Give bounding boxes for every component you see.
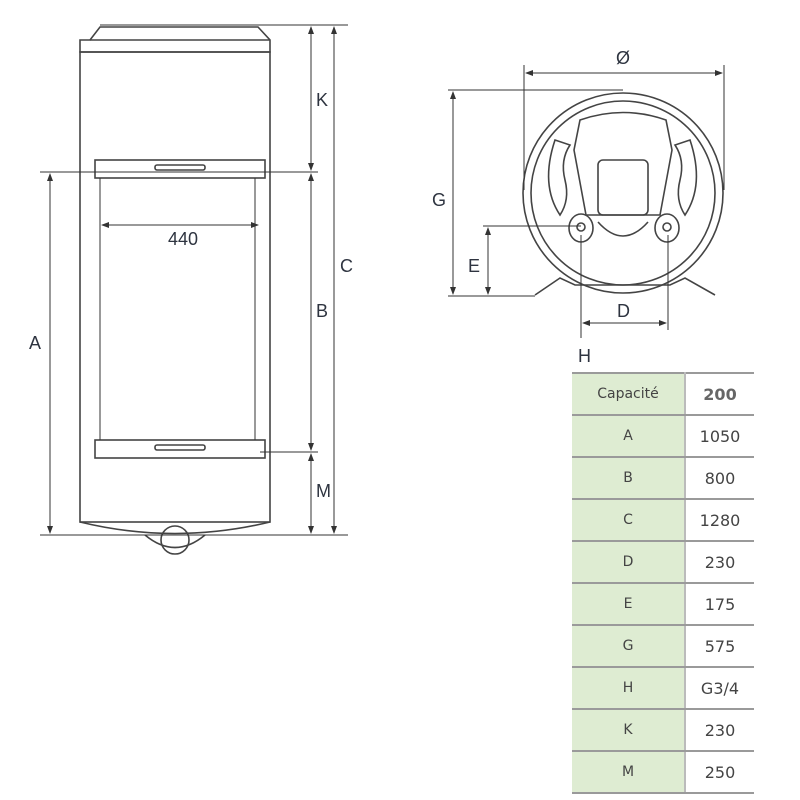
dimension-label-m: M xyxy=(316,481,331,501)
table-key: G xyxy=(572,624,686,668)
bottom-bracket xyxy=(94,439,266,459)
top-bracket xyxy=(94,159,266,179)
table-header-row: Capacité 200 xyxy=(572,372,754,416)
dimension-label-h: H xyxy=(578,346,591,366)
dimension-label-e: E xyxy=(468,256,480,276)
table-key: E xyxy=(572,582,686,626)
side-dimensions xyxy=(448,65,725,338)
dimension-label-k: K xyxy=(316,90,328,110)
table-key: D xyxy=(572,540,686,584)
side-view-heater xyxy=(522,92,724,296)
front-dimensions xyxy=(40,24,348,536)
table-value: 1050 xyxy=(685,414,754,458)
dimension-label-b: B xyxy=(316,301,328,321)
front-view-heater xyxy=(79,26,271,555)
dimension-label-c: C xyxy=(340,256,353,276)
table-value: 1280 xyxy=(685,498,754,542)
dimension-label-d: D xyxy=(617,301,630,321)
table-key: K xyxy=(572,708,686,752)
table-value: 575 xyxy=(685,624,754,668)
table-key: B xyxy=(572,456,686,500)
table-value: 800 xyxy=(685,456,754,500)
table-key: A xyxy=(572,414,686,458)
table-value: 200 xyxy=(685,372,754,416)
dimension-label-a: A xyxy=(29,333,41,353)
table-key: H xyxy=(572,666,686,710)
table-value: 230 xyxy=(685,540,754,584)
dimension-label-g: G xyxy=(432,190,446,210)
table-value: G3/4 xyxy=(685,666,754,710)
table-value: 175 xyxy=(685,582,754,626)
table-key: Capacité xyxy=(572,372,686,416)
dimension-label-diameter: Ø xyxy=(616,48,630,68)
table-key: M xyxy=(572,750,686,794)
table-key: C xyxy=(572,498,686,542)
table-value: 250 xyxy=(685,750,754,794)
table-value: 230 xyxy=(685,708,754,752)
dimension-label-440: 440 xyxy=(168,229,198,249)
